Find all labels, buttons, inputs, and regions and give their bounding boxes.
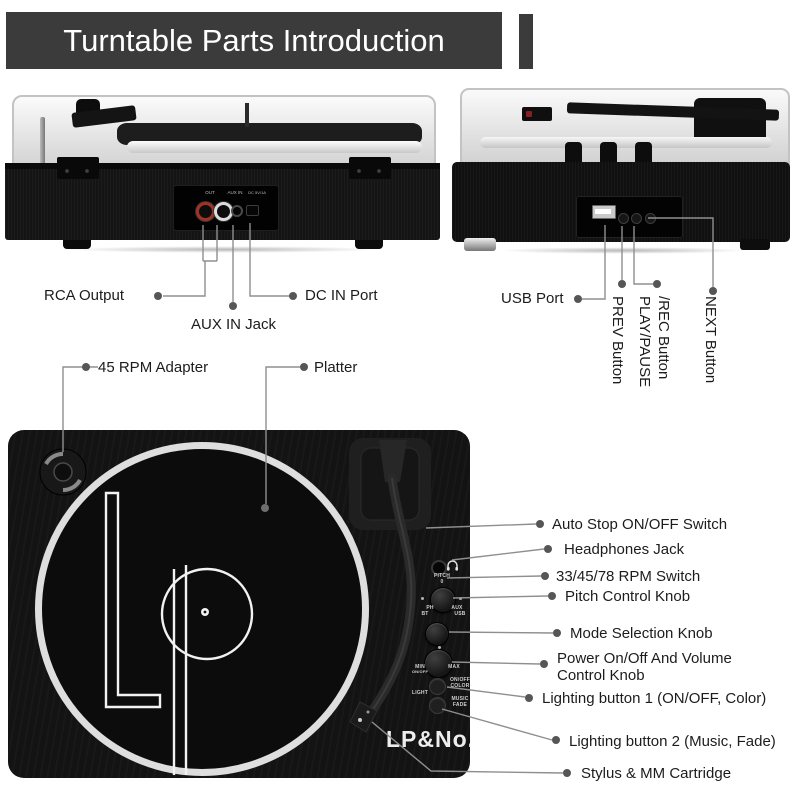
label-play-line1: PLAY/PAUSE (636, 296, 653, 388)
label-next-button: NEXT Button (702, 296, 719, 384)
lighting-button-2 (429, 697, 446, 714)
pitch-zero-label: 0 (440, 579, 444, 585)
foot (63, 240, 91, 249)
knob-marker (421, 597, 424, 600)
fade-label: FADE (452, 702, 468, 708)
foot (355, 240, 383, 249)
dust-cover (460, 88, 790, 170)
play-pause-rec-button (630, 213, 642, 224)
foot-front (464, 238, 496, 251)
min-label: MIN (415, 664, 425, 670)
knob-marker (459, 597, 462, 600)
mode-selection-knob (425, 622, 449, 646)
label-power-line1: Power On/Off And Volume (557, 650, 732, 667)
max-label: MAX (448, 664, 460, 670)
label-dc-in-port: DC IN Port (305, 287, 378, 304)
label-lighting-button-1: Lighting button 1 (ON/OFF, Color) (542, 690, 767, 707)
cartridge-silhouette (522, 107, 552, 121)
label-rpm-switch: 33/45/78 RPM Switch (556, 568, 701, 585)
plinth-edge (5, 163, 440, 169)
label-play-pause-rec-button: PLAY/PAUSE /REC Button (636, 296, 672, 387)
label-stylus-cartridge: Stylus & MM Cartridge (581, 765, 732, 782)
dc-label: DC 5V/1A (248, 190, 266, 195)
turntable-back-view-image: OUT AUX IN DC 5V/1A (5, 93, 440, 255)
music-label: MUSIC (451, 696, 469, 702)
hinge-left (57, 157, 99, 179)
lp-slipmat-logo (104, 491, 254, 775)
label-mode-knob: Mode Selection Knob (570, 625, 713, 642)
spindle (245, 103, 249, 127)
foot-rear (740, 239, 770, 250)
shadow (458, 246, 788, 255)
usb-port (592, 205, 616, 219)
label-power-volume-knob: Power On/Off And Volume Control Knob (557, 651, 732, 683)
aux-in-label: AUX IN (227, 190, 243, 195)
color-label: COLOR (450, 683, 470, 689)
dc-in-port (246, 205, 259, 216)
label-aux-in-jack: AUX IN Jack (191, 316, 277, 333)
headphones-icon (447, 560, 458, 571)
tonearm (349, 438, 431, 733)
knob-silhouette (635, 142, 652, 164)
title-banner: Turntable Parts Introduction (6, 12, 502, 69)
headphones-jack (431, 560, 447, 576)
label-usb-port: USB Port (501, 290, 564, 307)
front-usb-panel (576, 196, 683, 238)
knob-marker (438, 646, 441, 649)
title-accent-bar (519, 14, 533, 69)
platter-reflection (480, 137, 772, 148)
stylus-cartridge (349, 701, 378, 733)
shadow (15, 245, 430, 254)
spindle-hole (203, 610, 207, 614)
platter-reflection (127, 141, 422, 153)
label-play-line2: /REC Button (655, 296, 672, 380)
brand-logo: LP&No.1 (386, 726, 470, 752)
label-power-line2: Control Knob (557, 667, 645, 684)
pitch-label: PITCH (434, 573, 450, 579)
pitch-control-knob (430, 587, 456, 613)
rca-jack-red (196, 202, 215, 221)
hinge-rod (40, 117, 45, 169)
label-headphones-jack: Headphones Jack (564, 541, 685, 558)
min-onoff-label: ON/OFF (411, 669, 429, 674)
platter (35, 442, 369, 776)
label-platter: Platter (314, 359, 358, 376)
cartridge-red-detail (526, 111, 532, 117)
hinge-right (349, 157, 391, 179)
label-auto-stop: Auto Stop ON/OFF Switch (552, 516, 728, 533)
out-label: OUT (205, 190, 215, 195)
tonearm-pivot-silhouette (694, 98, 766, 144)
label-prev-button: PREV Button (609, 296, 626, 385)
knob-silhouette (600, 142, 617, 164)
rpm-adapter-45 (39, 448, 87, 496)
turntable-top-view-image: PITCH 0 PH BT AUX USB MIN ON/OFF MAX ON/… (8, 430, 470, 778)
label-45rpm-adapter: 45 RPM Adapter (98, 359, 209, 376)
onoff-label: ON/OFF (449, 677, 470, 683)
rear-connection-panel: OUT AUX IN DC 5V/1A (173, 185, 279, 231)
volume-knob (424, 649, 453, 678)
label-pitch-knob: Pitch Control Knob (565, 588, 691, 605)
bt-label: BT (421, 611, 429, 617)
knob-silhouette (565, 142, 582, 164)
prev-button (618, 213, 629, 224)
aux-in-jack (231, 205, 243, 217)
topview-artwork (39, 438, 431, 775)
light-label: LIGHT (412, 690, 428, 696)
next-button (644, 213, 656, 224)
label-lighting-button-2: Lighting button 2 (Music, Fade) (569, 733, 776, 750)
usb-label: USB (454, 611, 466, 617)
aux-label: AUX (451, 605, 463, 611)
platter-edge (117, 123, 422, 145)
ph-label: PH (426, 605, 434, 611)
turntable-side-view-image (448, 86, 796, 258)
lighting-button-1 (429, 678, 446, 695)
label-rca-output: RCA Output (44, 287, 125, 304)
page-title: Turntable Parts Introduction (63, 22, 445, 58)
